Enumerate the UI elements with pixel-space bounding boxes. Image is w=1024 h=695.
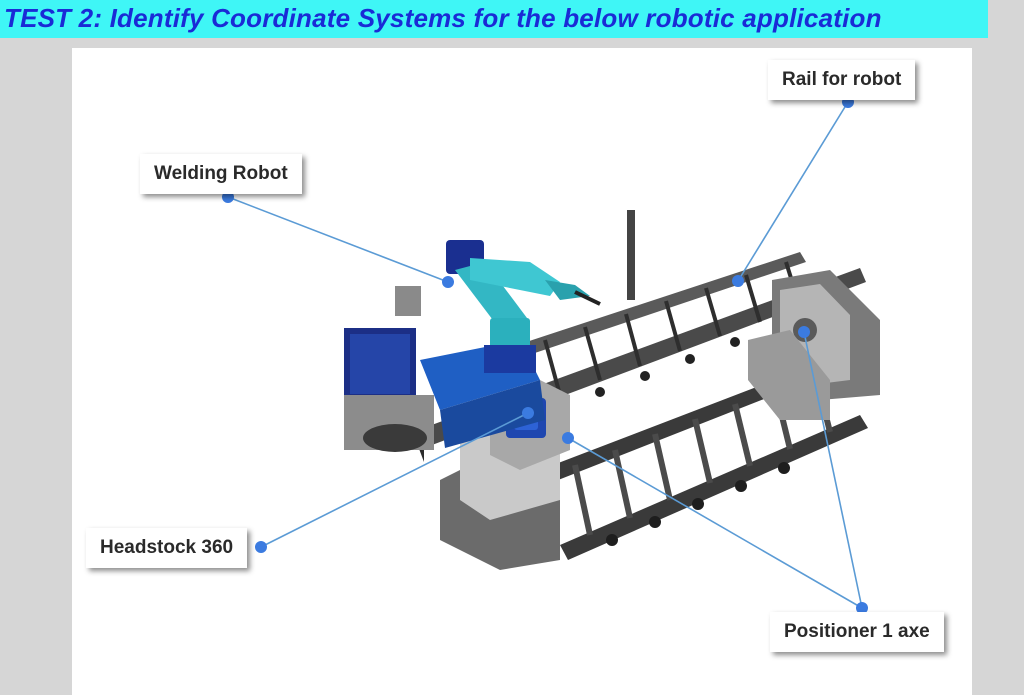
- positioner-target-dot-a: [562, 432, 574, 444]
- tailstock-unit: [748, 270, 880, 420]
- callout-lines: [227, 101, 863, 609]
- positioner-target-dot-b: [798, 326, 810, 338]
- welding-robot-arm: [446, 240, 601, 373]
- positioner-anchor-dot: [856, 602, 868, 614]
- headstock-anchor-dot: [255, 541, 267, 553]
- label-positioner-1-axe: Positioner 1 axe: [770, 612, 944, 652]
- title-banner: TEST 2: Identify Coordinate Systems for …: [0, 0, 988, 38]
- label-headstock-360: Headstock 360: [86, 528, 248, 568]
- page-title: TEST 2: Identify Coordinate Systems for …: [4, 3, 882, 33]
- label-rail-for-robot: Rail for robot: [768, 60, 916, 100]
- fixture-pole: [627, 210, 635, 300]
- rail-target-dot: [732, 275, 744, 287]
- robot-target-dot: [442, 276, 454, 288]
- label-welding-robot: Welding Robot: [140, 154, 302, 194]
- robot-anchor-dot: [222, 191, 234, 203]
- headstock-target-dot: [522, 407, 534, 419]
